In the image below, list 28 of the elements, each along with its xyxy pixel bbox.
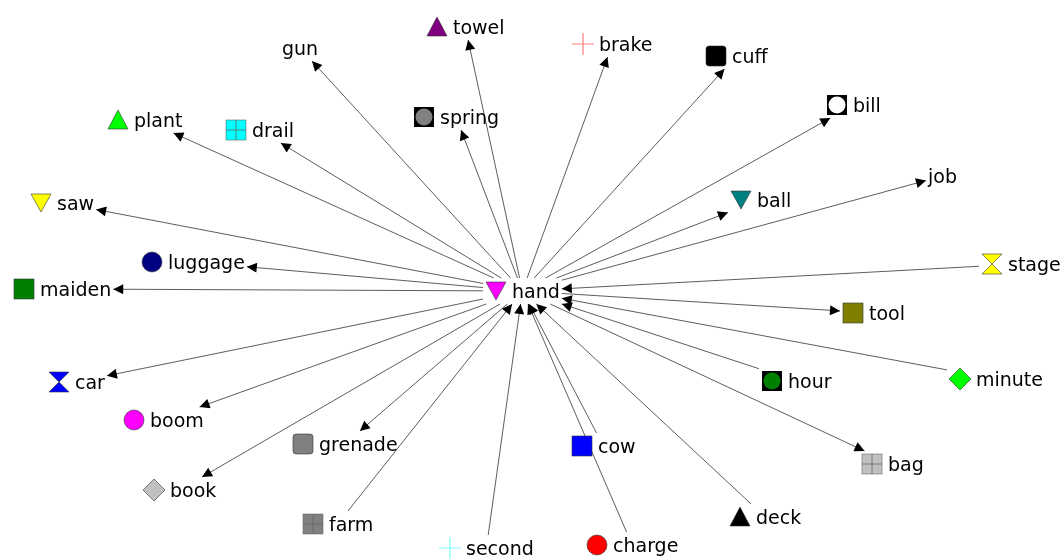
node-label: plant — [134, 109, 183, 131]
node-label: deck — [756, 506, 802, 528]
node-label: maiden — [40, 278, 112, 300]
node-label: brake — [599, 33, 653, 55]
node-label: cuff — [732, 45, 768, 67]
node-label: hour — [788, 370, 832, 392]
node-label: job — [928, 165, 957, 187]
node-label: minute — [976, 368, 1043, 390]
node-label: farm — [329, 513, 374, 535]
node-label: second — [466, 537, 534, 559]
node-label: tool — [869, 302, 905, 324]
node-label: bill — [853, 94, 881, 116]
node-label: charge — [613, 534, 679, 556]
node-label: book — [170, 479, 217, 501]
node-label: ball — [757, 189, 792, 211]
node-label: hand — [512, 280, 560, 302]
node-label: saw — [57, 192, 95, 214]
node-label: stage — [1008, 253, 1061, 275]
node-label: spring — [440, 106, 500, 128]
node-label: towel — [453, 16, 505, 38]
node-label: drail — [252, 119, 295, 141]
node-label: car — [75, 371, 105, 393]
node-label: luggage — [168, 251, 245, 273]
node-label: grenade — [319, 433, 398, 455]
node-label: gun — [282, 37, 319, 59]
node-label: boom — [150, 409, 204, 431]
node-label: bag — [888, 453, 924, 475]
node-label: cow — [598, 435, 636, 457]
